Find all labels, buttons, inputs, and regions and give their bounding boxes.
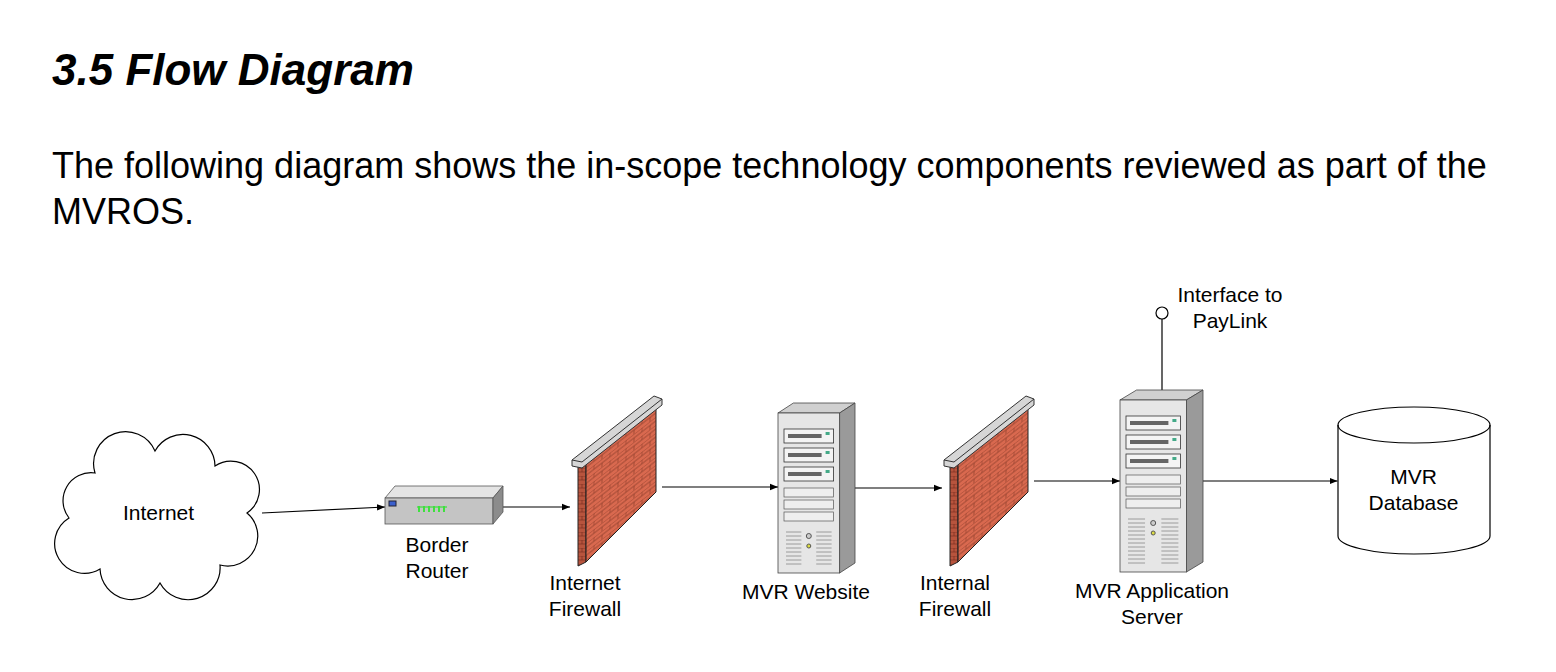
interface-node: Interface to PayLink [1156, 307, 1168, 319]
node-label: Internal Firewall [905, 570, 1005, 622]
router-node: Border Router [385, 486, 503, 526]
node-label: Internet Firewall [535, 570, 635, 622]
connector-arrow [662, 486, 778, 487]
node-label: Interface to PayLink [1165, 282, 1295, 334]
database-rim [1338, 425, 1490, 443]
connector-arrow [1161, 319, 1162, 390]
node-shape [1156, 307, 1168, 319]
firewall-icon [944, 396, 1034, 566]
server-icon [778, 403, 855, 573]
node-label: Internet [123, 500, 194, 526]
node-shape [1120, 390, 1203, 572]
terminal-circle [1156, 307, 1168, 319]
connector-arrow [1034, 480, 1120, 481]
caption-text: The following diagram shows the in-scope… [52, 143, 1492, 235]
firewall-icon [572, 396, 662, 566]
section-title: 3.5 Flow Diagram [52, 44, 414, 96]
cloud-node: Internet [55, 433, 262, 592]
node-text-area: MVR Database [1338, 407, 1490, 554]
node-shape [778, 403, 855, 573]
database-node: MVR Database [1338, 407, 1490, 554]
node-shape [942, 396, 1034, 566]
node-label: MVR Application Server [1057, 578, 1247, 630]
node-label: MVR Website [716, 579, 896, 605]
database-outline [1338, 407, 1490, 554]
server-icon [1120, 390, 1203, 572]
cloud-outline [55, 432, 260, 600]
connector-arrow [1203, 480, 1338, 481]
node-shape [385, 486, 503, 526]
server-node: MVR Website [778, 403, 855, 573]
connector-arrow [855, 487, 942, 488]
firewall-node: Internal Firewall [942, 396, 1034, 566]
node-shape [570, 396, 662, 566]
node-text-area: Internet [55, 433, 262, 592]
firewall-node: Internet Firewall [570, 396, 662, 566]
node-label: MVR Database [1358, 464, 1470, 516]
connector-arrow [262, 507, 385, 513]
server-node: MVR Application Server [1120, 390, 1203, 572]
node-label: Border Router [391, 532, 483, 584]
router-icon [385, 486, 503, 524]
connector-arrow [503, 506, 570, 507]
